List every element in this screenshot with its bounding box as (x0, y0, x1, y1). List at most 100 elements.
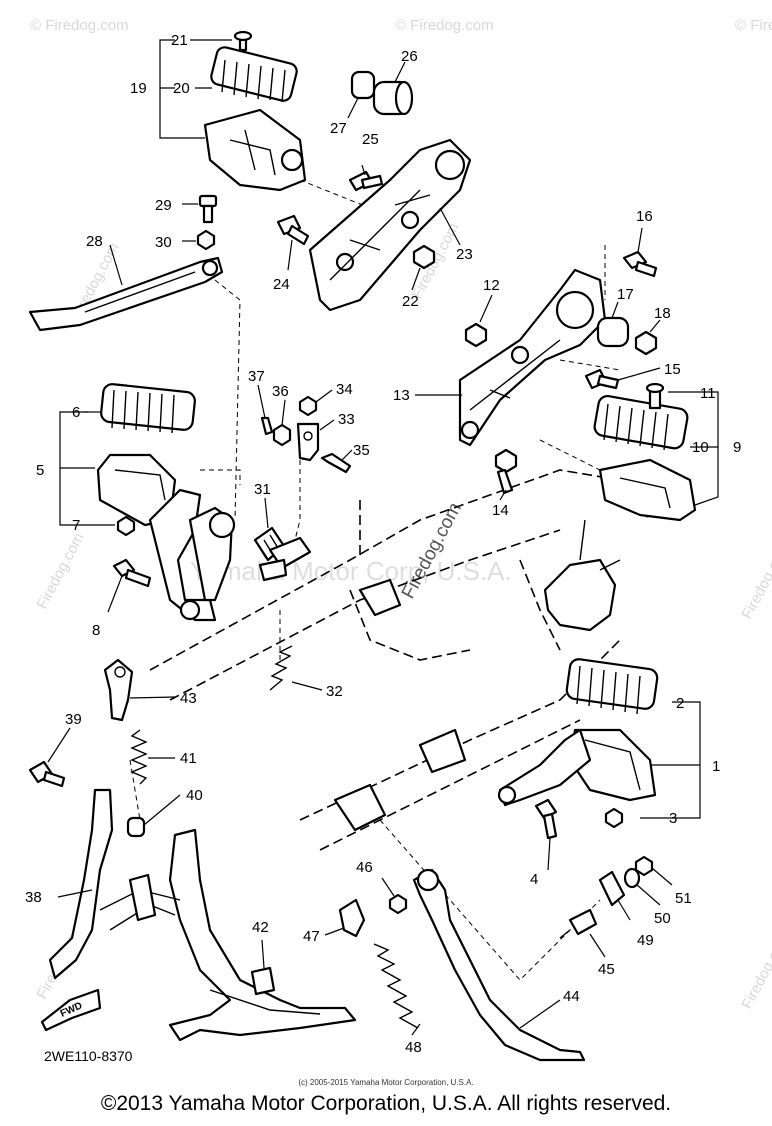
front-footrest-assy-right (593, 382, 697, 522)
callout-26: 26 (401, 48, 418, 65)
leader-36 (281, 399, 286, 426)
callout-44: 44 (563, 988, 580, 1005)
bolt-14 (494, 448, 518, 495)
side-watermark: Firedog.com (739, 930, 772, 1012)
callout-41: 41 (180, 750, 197, 767)
bolt-35 (320, 452, 352, 474)
side-watermark: Firedog.com (739, 540, 772, 622)
callout-19: 19 (130, 80, 147, 97)
drawing-code: 2WE110-8370 (44, 1048, 133, 1064)
callout-42: 42 (252, 919, 269, 936)
main-stand-38 (48, 788, 357, 1042)
bracket-49 (598, 870, 626, 907)
corner-watermark: © Firedog.com (30, 17, 129, 34)
callout-25: 25 (362, 131, 379, 148)
washer-50 (623, 867, 641, 889)
callout-1: 1 (712, 758, 720, 775)
callout-2: 2 (676, 695, 684, 712)
front-footrest-assy-lower (497, 658, 659, 807)
leader-35 (341, 449, 353, 461)
nut-22 (412, 244, 436, 270)
leader-45 (589, 933, 606, 958)
fwd-arrow: FWD (40, 988, 102, 1032)
callout-12: 12 (483, 277, 500, 294)
bolt-4 (534, 798, 558, 840)
callout-34: 34 (336, 381, 353, 398)
leader-31 (264, 497, 269, 529)
callout-48: 48 (405, 1039, 422, 1056)
bracket-43 (103, 658, 134, 722)
bolt-24 (276, 214, 310, 246)
leader-46 (381, 877, 395, 897)
bolt-8 (112, 558, 152, 588)
callout-31: 31 (254, 481, 271, 498)
corner-watermark: © Firedog.com (395, 17, 494, 34)
callout-3: 3 (669, 810, 677, 827)
callout-51: 51 (675, 890, 692, 907)
leader-40 (143, 794, 181, 826)
spring-48 (373, 943, 419, 1029)
collar-42 (250, 966, 276, 996)
callout-5: 5 (36, 462, 44, 479)
callout-32: 32 (326, 683, 343, 700)
leaders-26-27 (347, 61, 406, 119)
callout-49: 49 (637, 932, 654, 949)
leaders-17-18 (611, 301, 661, 333)
leader-14 (499, 489, 507, 501)
side-watermark: Firedog.com (34, 530, 88, 612)
callout-35: 35 (353, 442, 370, 459)
side-stand-44 (412, 868, 586, 1062)
leader-8 (107, 575, 123, 613)
callout-labels: 1 2 3 4 5 6 7 8 9 10 11 12 13 14 15 16 1… (25, 32, 741, 1064)
pin-37 (260, 416, 274, 436)
leader-25 (361, 164, 366, 176)
small-credit: (c) 2005-2015 Yamaha Motor Corporation, … (298, 1078, 474, 1087)
bracket-47 (338, 898, 366, 938)
bushings-26-27 (350, 70, 414, 116)
switch-45 (559, 908, 598, 939)
bracket-5 (59, 411, 115, 526)
bolt-29 (198, 194, 218, 224)
leader-16 (637, 227, 643, 253)
corner-watermark: © Firedog.com (735, 17, 772, 34)
rear-footrest-assy (203, 30, 307, 192)
callout-46: 46 (356, 859, 373, 876)
leader-24 (287, 239, 293, 271)
footrest-bracket-23 (308, 138, 472, 312)
callout-47: 47 (303, 928, 320, 945)
shift-rod-28 (28, 256, 224, 332)
leader-47 (324, 927, 345, 936)
bushing-17-18 (596, 316, 658, 356)
leader-15 (617, 367, 661, 381)
bolt-15 (584, 368, 620, 390)
leader-37 (257, 384, 266, 419)
firedog-logo-watermark: Firedog.com (398, 499, 466, 602)
callout-16: 16 (636, 208, 653, 225)
bracket-19 (159, 39, 205, 139)
callout-17: 17 (617, 286, 634, 303)
leader-33 (319, 419, 335, 431)
callout-40: 40 (186, 787, 203, 804)
callout-50: 50 (654, 910, 671, 927)
callout-29: 29 (155, 197, 172, 214)
callout-24: 24 (273, 276, 290, 293)
nut-34 (298, 395, 318, 417)
callout-4: 4 (530, 871, 538, 888)
leader-42 (261, 939, 265, 969)
nut-46 (388, 893, 408, 915)
callout-7: 7 (72, 517, 80, 534)
front-footrest-assy-left (96, 383, 196, 537)
bolt-16 (622, 250, 658, 278)
nut-51 (634, 855, 654, 877)
callout-39: 39 (65, 711, 82, 728)
callout-38: 38 (25, 889, 42, 906)
callout-30: 30 (155, 234, 172, 251)
leader-12 (479, 294, 493, 323)
callout-20: 20 (173, 80, 190, 97)
callout-15: 15 (664, 361, 681, 378)
nut-36 (272, 423, 292, 447)
spring-32 (269, 645, 293, 691)
leader-50 (635, 883, 661, 906)
leader-39 (47, 727, 71, 763)
callout-9: 9 (733, 439, 741, 456)
